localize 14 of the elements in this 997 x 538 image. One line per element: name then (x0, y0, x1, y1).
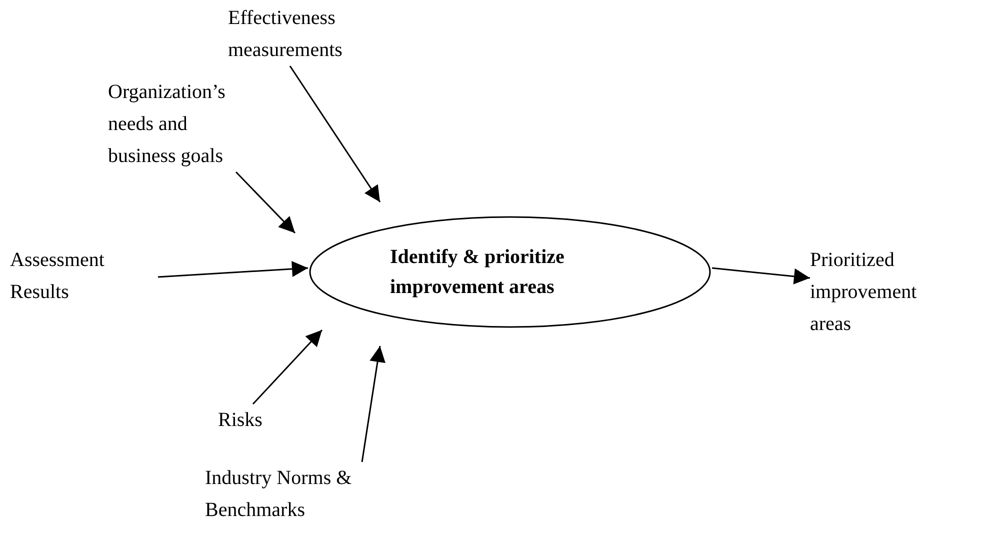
arrow (361, 346, 386, 462)
arrow (712, 267, 810, 284)
input-label: Assessment Results (10, 248, 106, 305)
input-label: Prioritized improvement areas (810, 248, 918, 337)
input-label: Organization’s needs and business goals (108, 80, 226, 169)
input-label: Risks (218, 408, 264, 433)
input-label: Industry Norms & Benchmarks (205, 466, 353, 523)
arrow (235, 171, 296, 234)
process-ellipse (309, 216, 711, 328)
input-label: Effectiveness measurements (228, 6, 344, 63)
arrow (289, 66, 381, 202)
process-label: Identify & prioritize improvement areas (390, 245, 566, 300)
arrow (158, 260, 308, 278)
arrow (252, 329, 323, 405)
